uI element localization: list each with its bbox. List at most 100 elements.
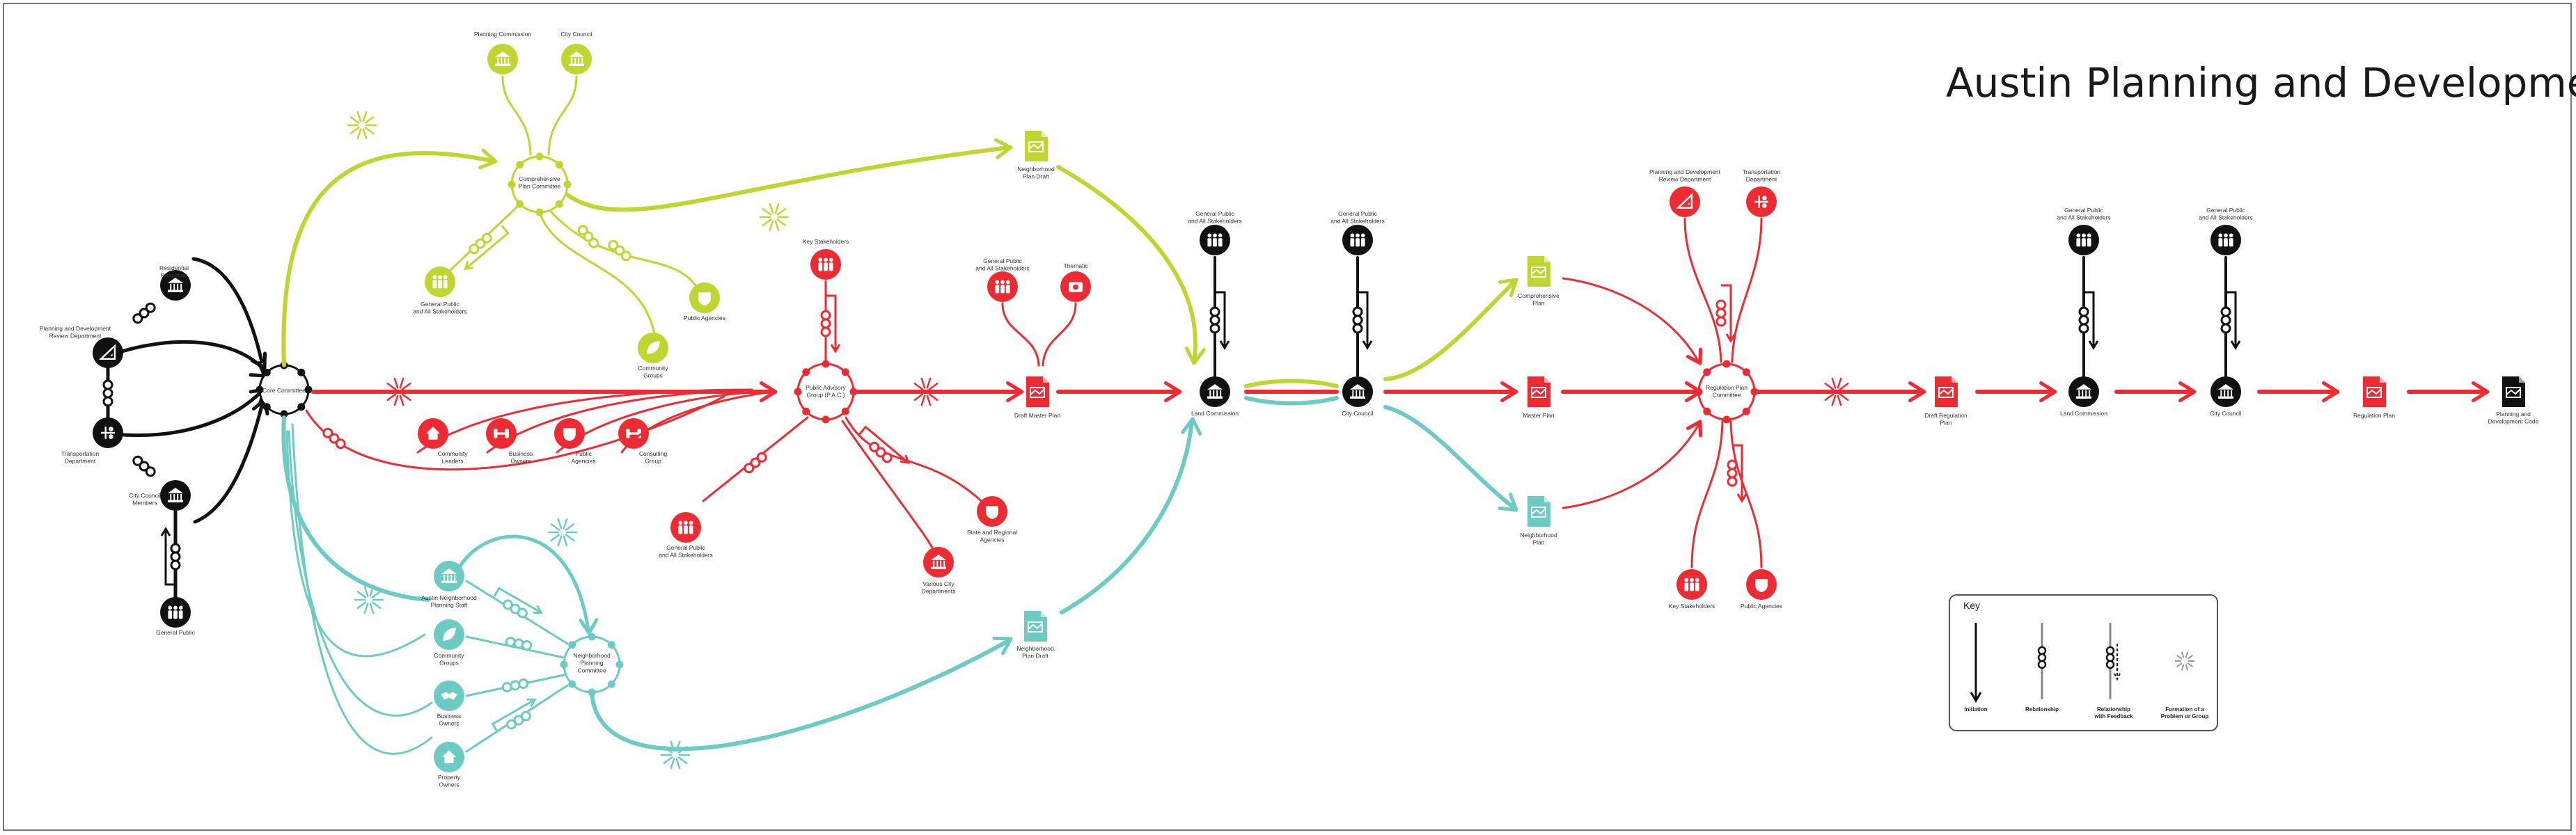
gp-stakeholders-council-icon	[1342, 225, 1373, 255]
planning-dev-line	[120, 340, 265, 371]
draft-to-land-teal-line	[1060, 419, 1194, 614]
teal-arc-3	[288, 430, 433, 717]
community-leaders-icon	[418, 418, 448, 449]
city-council3-label: City Council	[2210, 410, 2241, 417]
key-item-label: Initiation	[1964, 706, 1987, 713]
arrow-head	[2178, 381, 2197, 403]
feedback-loop	[2220, 291, 2241, 350]
draft-master-plan-label: Draft Master Plan	[1014, 412, 1060, 419]
council-link	[547, 75, 578, 156]
city-council-label: City Council	[560, 31, 592, 38]
public-agencies-red-icon	[554, 418, 585, 449]
planning-development-code-icon	[2502, 376, 2525, 407]
state-regional-icon	[977, 496, 1007, 527]
arrow-head	[1184, 347, 1206, 365]
key-title: Key	[1963, 600, 1980, 611]
residential-line	[191, 257, 264, 364]
core-to-comp-committee-line	[281, 150, 496, 367]
comprehensive-plan-icon	[1527, 256, 1550, 287]
formation-burst-icon	[660, 740, 691, 770]
property-owners-icon	[434, 742, 464, 772]
pac-node	[794, 360, 858, 424]
business-arc	[486, 390, 757, 454]
agencies-link	[549, 209, 705, 301]
arrow-head	[992, 636, 1013, 655]
neighborhood-planning-committee-node	[560, 633, 624, 697]
gp-thematic-link	[1001, 302, 1040, 367]
diagram-frame	[3, 3, 2572, 831]
relationship-chain	[132, 302, 156, 324]
public-agencies-lime-icon	[689, 283, 720, 313]
arrow-head	[1181, 417, 1202, 436]
agency-arc	[556, 390, 760, 454]
relationship-chain	[744, 452, 767, 474]
arrow-head	[1686, 420, 1703, 438]
anp-staff-icon	[434, 561, 464, 591]
master-plan-icon	[1527, 376, 1550, 407]
consulting-group-icon	[618, 418, 649, 449]
general-public-lime-icon	[425, 267, 455, 297]
land-commission2-icon	[2068, 376, 2099, 407]
page-title: Austin Planning and Development	[1946, 59, 2576, 106]
land-council-teal	[1244, 396, 1339, 406]
planning-commission-icon	[487, 44, 518, 74]
commission-link	[501, 75, 532, 156]
business-owners-teal-icon	[434, 681, 464, 711]
community-groups-teal-icon	[434, 619, 464, 650]
draft-master-plan-icon	[1026, 376, 1049, 407]
business-owners-icon	[486, 418, 517, 449]
neighborhood-plan-icon	[1527, 496, 1550, 527]
transportation-icon	[93, 418, 123, 448]
feedback-loop	[858, 425, 910, 464]
teal-arc-1	[291, 423, 433, 755]
city-council-lime-icon	[561, 44, 592, 74]
formation-burst-icon	[911, 377, 941, 406]
anp-to-committee	[457, 534, 590, 632]
council-members-line	[193, 398, 265, 524]
formation-burst-icon	[759, 202, 790, 232]
council-to-comp-line	[1383, 280, 1516, 381]
feedback-loop	[160, 527, 181, 586]
leader-arc	[416, 388, 753, 454]
key-item-label: Relationship	[2025, 706, 2059, 713]
relationship-chain	[322, 427, 346, 450]
planning-dev-icon	[93, 337, 123, 368]
comp-to-reg-line	[1562, 277, 1700, 363]
arrow-head	[1498, 493, 1518, 512]
city-council-members-icon	[160, 480, 191, 511]
planning-dev-red-icon	[1670, 186, 1700, 217]
gp-stakeholders-council2-icon	[2210, 225, 2241, 255]
arrow-head	[2039, 381, 2057, 403]
public-agencies-label: Public Agencies	[684, 315, 725, 321]
key-stakeholders-icon	[810, 249, 841, 280]
arrow-head	[1006, 381, 1024, 403]
relationship-chain	[577, 225, 599, 248]
master-plan-label: Master Plan	[1523, 412, 1555, 419]
arrow-head	[760, 381, 778, 403]
key-stakeholders-label: Key Stakeholders	[803, 238, 849, 245]
